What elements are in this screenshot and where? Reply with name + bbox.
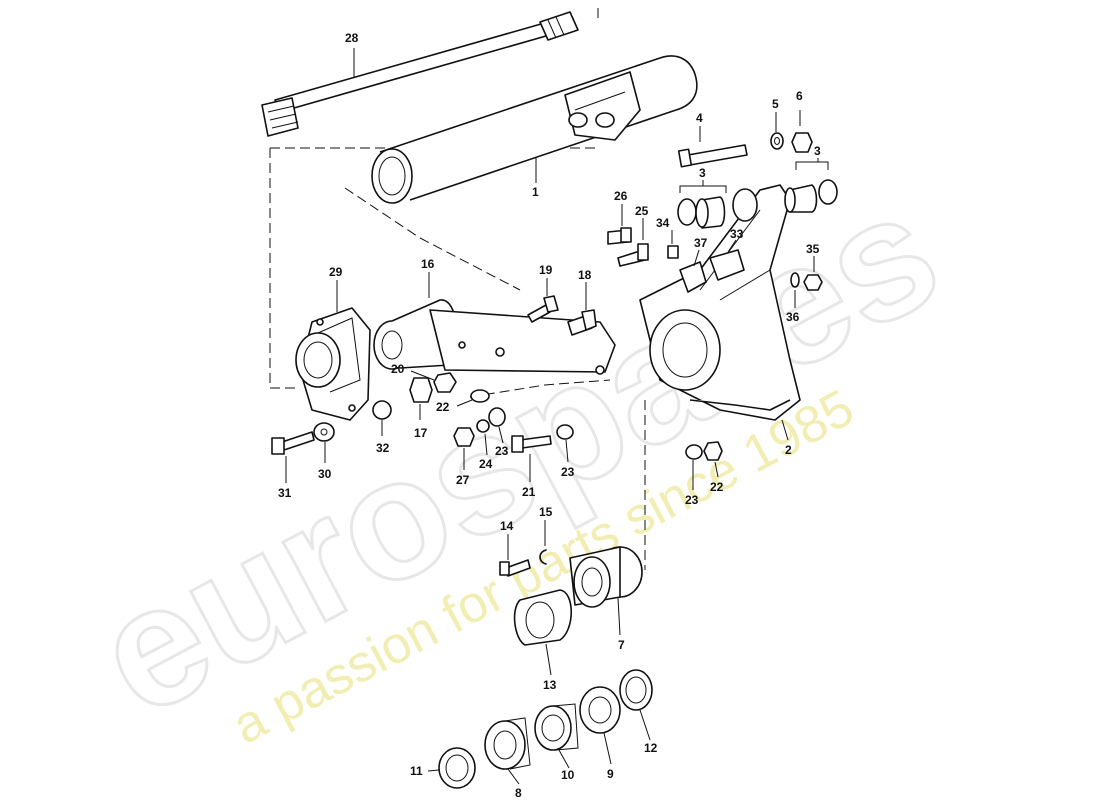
watermark: eurospares a passion for parts since 198… [67,153,968,755]
callout-33: 33 [730,227,744,241]
callout-16: 16 [421,257,435,271]
callout-22b: 22 [710,480,724,494]
hardware [271,132,838,461]
callout-3a: 3 [699,166,706,180]
callouts: 28 1 4 5 6 3 3 26 25 34 37 33 35 36 29 1… [278,31,821,800]
callout-13: 13 [543,678,557,692]
callout-37: 37 [694,236,708,250]
callout-10: 10 [561,768,575,782]
callout-23c: 23 [685,493,699,507]
leader-lines [285,48,829,785]
callout-26: 26 [614,189,628,203]
callout-28: 28 [345,31,359,45]
callout-14: 14 [500,519,514,533]
trailing-bracket [373,299,616,375]
callout-20: 20 [391,362,405,376]
callout-1: 1 [532,185,539,199]
callout-23b: 23 [561,465,575,479]
callout-11: 11 [410,764,423,778]
callout-32: 32 [376,441,390,455]
callout-23a: 23 [495,444,509,458]
callout-12: 12 [644,741,658,755]
callout-3b: 3 [814,144,821,158]
callout-27: 27 [456,473,470,487]
callout-25: 25 [635,204,649,218]
bearing-group [438,546,653,789]
callout-5: 5 [772,97,779,111]
flange-housing [295,307,371,421]
watermark-logo: eurospares [68,155,966,753]
callout-8: 8 [515,786,522,800]
callout-22a: 22 [436,400,450,414]
tube-housing [371,55,698,204]
callout-34: 34 [656,216,670,230]
callout-9: 9 [607,767,614,781]
callout-17: 17 [414,426,428,440]
callout-24: 24 [479,457,493,471]
trailing-arm [639,184,801,421]
drive-shaft [261,11,579,137]
callout-7: 7 [618,638,625,652]
callout-18: 18 [578,268,592,282]
callout-4: 4 [696,111,703,125]
callout-29: 29 [329,265,343,279]
callout-15: 15 [539,505,553,519]
callout-30: 30 [318,467,332,481]
callout-35: 35 [806,242,820,256]
callout-31: 31 [278,486,292,500]
callout-2: 2 [785,443,792,457]
callout-19: 19 [539,263,553,277]
callout-36: 36 [786,310,800,324]
callout-21: 21 [522,485,536,499]
callout-6: 6 [796,89,803,103]
